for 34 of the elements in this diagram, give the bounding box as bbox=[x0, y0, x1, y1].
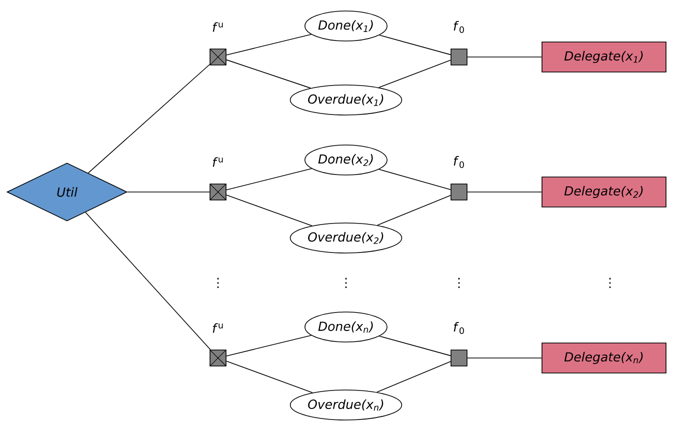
factor-label: f$^{u}$ bbox=[212, 157, 223, 167]
connector-line bbox=[226, 335, 312, 356]
factor-box bbox=[450, 48, 468, 66]
decision-box: Delegate(x$_{2}$) bbox=[542, 176, 666, 208]
factor-label: f$^{u}$ bbox=[212, 22, 223, 32]
factor-box bbox=[210, 48, 226, 66]
connector-line bbox=[226, 360, 313, 394]
factor-label: f$^{u}$ bbox=[212, 323, 223, 333]
factor-box bbox=[210, 350, 226, 366]
connector-line bbox=[88, 64, 210, 174]
connector-line bbox=[226, 168, 312, 190]
vertical-ellipsis: ⋮ bbox=[609, 278, 611, 288]
factor-label: f$_{0}$ bbox=[454, 156, 464, 168]
connector-line bbox=[378, 60, 451, 88]
connector-line bbox=[226, 194, 312, 226]
factor-box bbox=[450, 184, 468, 200]
factor-label: f$_{0}$ bbox=[454, 21, 464, 33]
connector-line bbox=[378, 34, 451, 56]
connector-line bbox=[85, 212, 211, 350]
decision-box: Delegate(x$_{n}$) bbox=[542, 342, 666, 374]
vertical-ellipsis: ⋮ bbox=[217, 278, 219, 288]
factor-label: f$_{0}$ bbox=[454, 322, 464, 334]
vertical-ellipsis: ⋮ bbox=[345, 278, 347, 288]
connector-line bbox=[467, 56, 542, 58]
connector-line bbox=[226, 34, 312, 56]
vertical-ellipsis: ⋮ bbox=[458, 278, 460, 288]
connector-line bbox=[378, 336, 451, 356]
connector-line bbox=[376, 361, 451, 393]
connector-line bbox=[376, 195, 451, 226]
connector-line bbox=[226, 59, 311, 88]
factor-box bbox=[210, 184, 226, 200]
connector-line bbox=[378, 168, 451, 190]
decision-box: Delegate(x$_{1}$) bbox=[542, 42, 666, 72]
factor-box bbox=[450, 350, 468, 366]
